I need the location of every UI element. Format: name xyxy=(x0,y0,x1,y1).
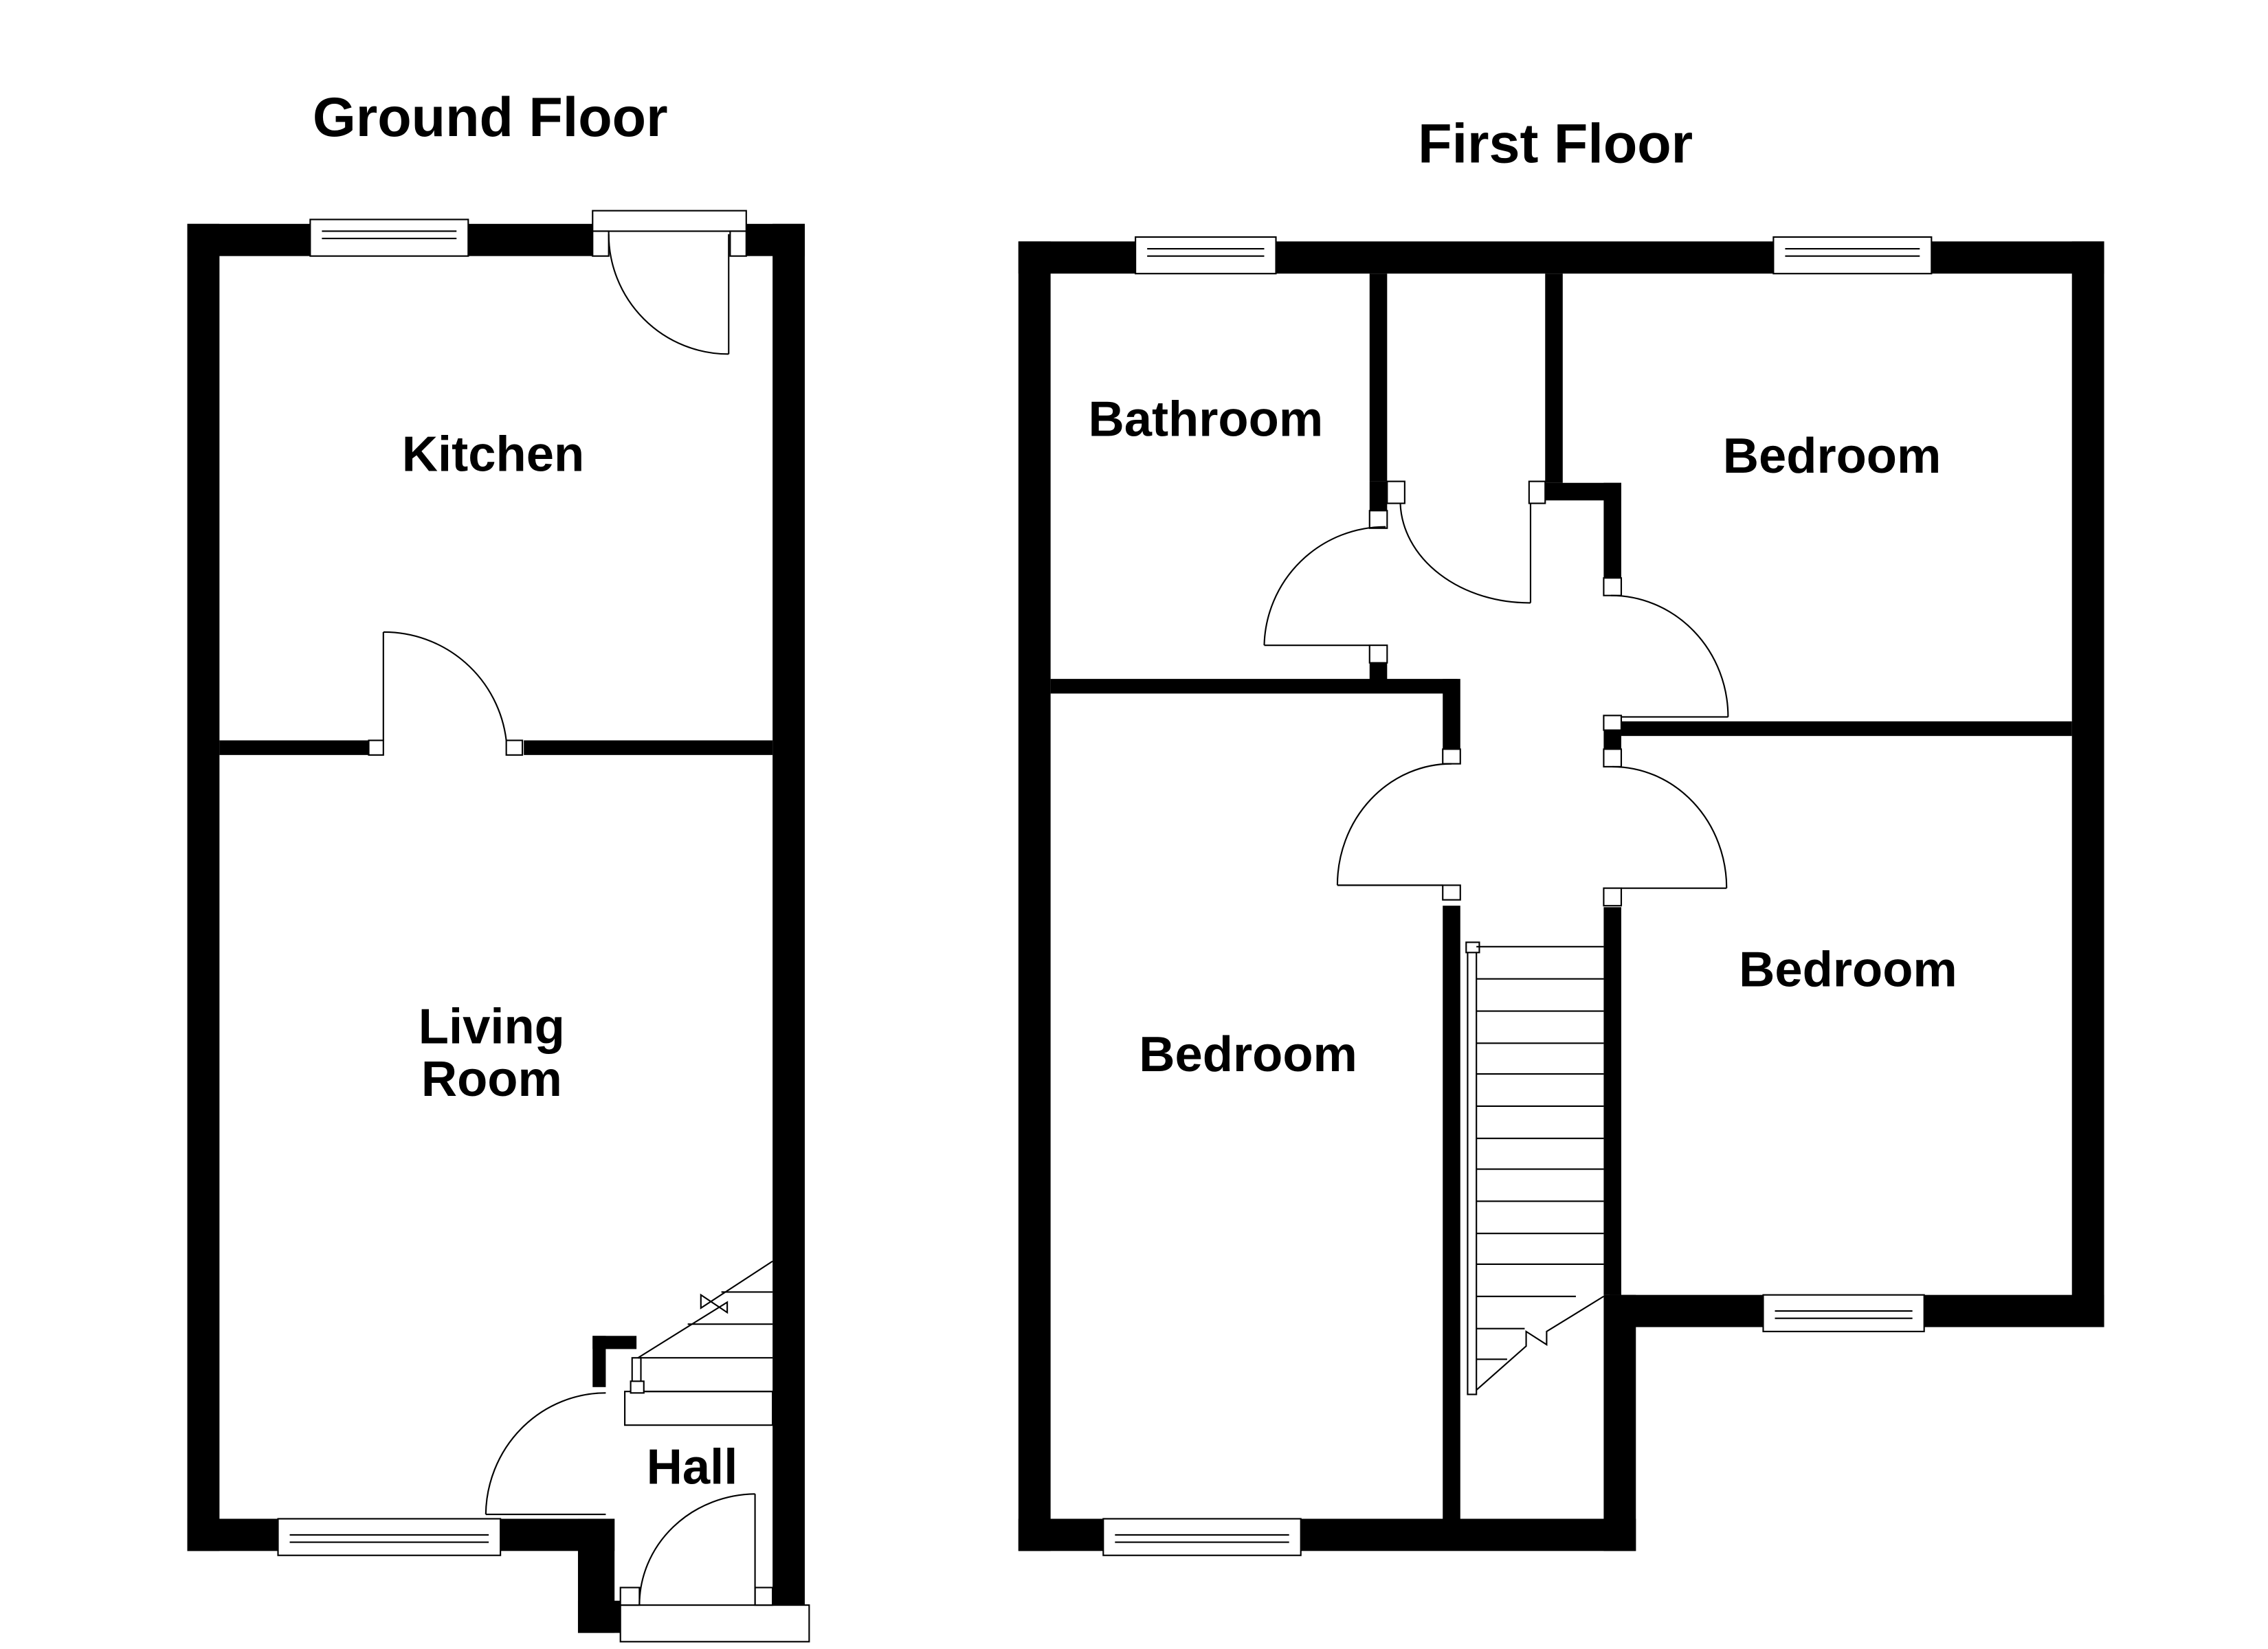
bedroom-2-door xyxy=(1603,748,1728,907)
room-label-living-line1: Living xyxy=(419,998,565,1054)
room-label-bedroom-2: Bedroom xyxy=(1739,941,1957,997)
bedroom-1-window xyxy=(1772,236,1933,275)
first-floor: First Floor xyxy=(1018,113,2104,1556)
first-floor-title: First Floor xyxy=(1418,113,1693,175)
bedroom-2-window xyxy=(1762,1294,1925,1332)
bedroom-1-door xyxy=(1603,577,1729,731)
bedroom-3-window xyxy=(1102,1518,1302,1556)
bedroom-3-door xyxy=(1336,748,1461,901)
cupboard-door xyxy=(1386,480,1546,604)
bathroom-window xyxy=(1135,236,1277,275)
ground-floor-stairs xyxy=(624,1260,774,1426)
room-label-kitchen: Kitchen xyxy=(402,427,584,482)
first-floor-stairs xyxy=(1465,941,1604,1395)
room-label-bedroom-1: Bedroom xyxy=(1723,428,1942,484)
front-door xyxy=(619,1493,810,1643)
room-label-living-line2: Room xyxy=(421,1051,562,1107)
living-hall-door xyxy=(485,1392,606,1516)
bathroom-door xyxy=(1263,510,1388,664)
living-room-window xyxy=(277,1518,502,1556)
kitchen-living-door xyxy=(368,631,524,756)
room-label-hall: Hall xyxy=(647,1439,738,1494)
ground-floor-walls xyxy=(187,223,805,1633)
kitchen-window xyxy=(309,218,469,257)
ground-floor-title: Ground Floor xyxy=(313,87,668,148)
ground-floor: Ground Floor xyxy=(187,87,810,1643)
room-label-bedroom-3: Bedroom xyxy=(1139,1027,1357,1082)
kitchen-back-door xyxy=(592,210,747,355)
first-floor-walls xyxy=(1018,241,2104,1551)
room-label-bathroom: Bathroom xyxy=(1088,392,1323,447)
